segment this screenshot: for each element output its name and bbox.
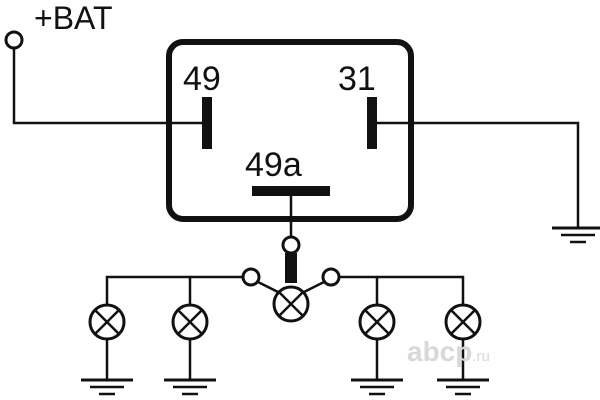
terminal-49-label: 49 [183,60,221,98]
right-bus-wire [337,275,465,306]
switch-left-lamp-wire [256,280,280,294]
lamp-3 [272,285,310,323]
watermark-tld: .ru [472,348,490,365]
lamp-cross-2 [278,291,304,317]
contact-bar-31 [367,97,377,149]
switch-lever [285,253,297,283]
ground-symbol-3 [351,378,403,396]
watermark-logo: abcp.ru [407,336,490,368]
lamp-cross-2 [177,309,203,335]
battery-wire [12,46,209,125]
lamp-circle [444,303,482,341]
switch-right-terminal [321,267,341,287]
ground-group [81,226,600,396]
switch-pivot-terminal [281,235,301,255]
battery-terminal-label: +BAT [34,0,113,36]
switch-left-terminal [241,267,261,287]
ground-symbol-4 [437,378,489,396]
lamp-group [88,285,482,341]
lamp-cross-2 [364,309,390,335]
contact-bar-49 [202,97,212,149]
lamp-circle [171,303,209,341]
left-bus-wire [105,275,245,306]
lamp-circle [358,303,396,341]
battery-terminal-circle [4,30,24,50]
lamp-5 [444,303,482,341]
terminal-31-label: 31 [338,60,376,98]
ground-symbol-2 [164,378,216,396]
terminal-49a-label: 49a [245,146,302,184]
lamp-4 [358,303,396,341]
lamp-cross-2 [94,309,120,335]
lamp-cross-2 [450,309,476,335]
watermark-text: abcp [407,336,473,367]
lamp-2 [171,303,209,341]
ground-symbol-1 [81,378,133,396]
switch-right-lamp-wire [302,280,326,294]
lamp-circle [272,285,310,323]
lamp-1 [88,303,126,341]
lamp-circle [88,303,126,341]
ground-wire [370,121,580,230]
contact-bar-49a [252,186,330,196]
ground-symbol-5 [552,226,600,244]
